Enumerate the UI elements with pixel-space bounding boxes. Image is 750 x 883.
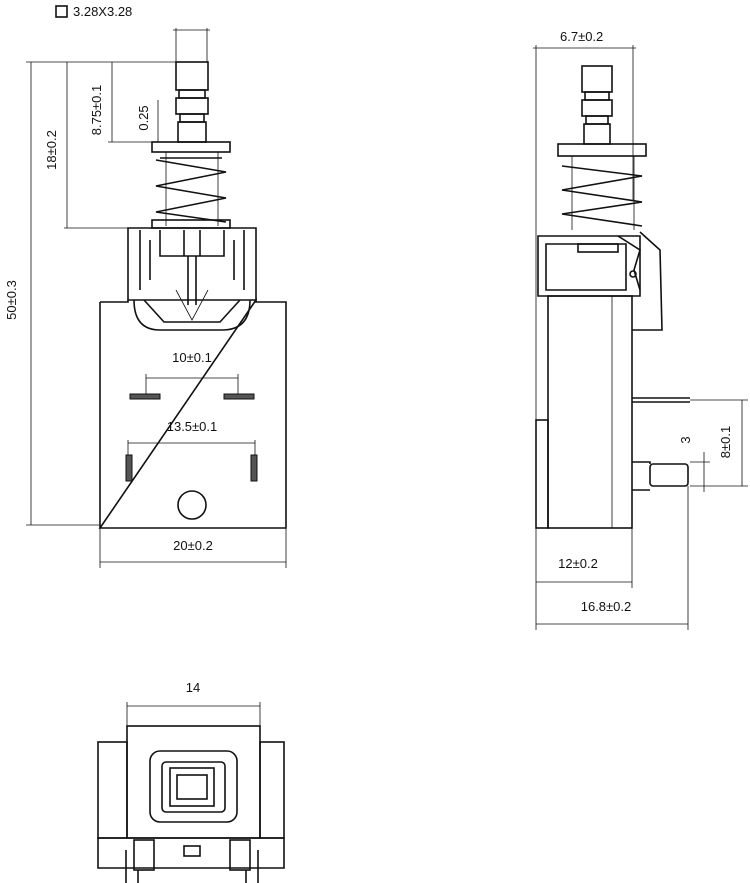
dim-pad-spacing-inner: 10±0.1: [172, 350, 212, 365]
dim-pin-offset: 3: [678, 436, 693, 443]
dim-pad-spacing-outer: 13.5±0.1: [167, 419, 218, 434]
front-view: 3.28X3.28: [4, 4, 287, 568]
pin-slot-right: [250, 454, 258, 482]
dim-upper-height: 18±0.2: [44, 130, 59, 170]
dim-gap: 0.25: [136, 105, 151, 130]
pad-right: [223, 393, 255, 400]
dim-pin-height: 8±0.1: [718, 426, 733, 458]
plunger: [175, 61, 209, 143]
bottom-view: 14: [97, 680, 285, 883]
dim-width: 20±0.2: [173, 538, 213, 553]
side-view: 6.7±0.2: [533, 29, 748, 630]
side-pin: [649, 463, 689, 487]
mount-hole: [177, 490, 207, 520]
side-latch: [537, 231, 663, 331]
dim-bottom-width: 14: [186, 680, 200, 695]
square-symbol-icon: [55, 5, 68, 18]
side-plunger: [581, 65, 613, 145]
dim-body-width: 12±0.2: [558, 556, 598, 571]
spring: [151, 141, 231, 229]
pad-left: [129, 393, 161, 400]
square-pin: [169, 767, 215, 807]
main-body: [98, 297, 287, 529]
upper-housing: [127, 227, 257, 331]
pin-size-label: 3.28X3.28: [73, 4, 132, 19]
dim-total-height: 50±0.3: [4, 280, 19, 320]
dim-cap-width: 6.7±0.2: [560, 29, 603, 44]
side-body: [535, 295, 690, 529]
dim-stroke: 8.75±0.1: [89, 85, 104, 136]
side-spring: [557, 143, 647, 230]
pin-slot-left: [125, 454, 133, 482]
dim-total-width: 16.8±0.2: [581, 599, 632, 614]
